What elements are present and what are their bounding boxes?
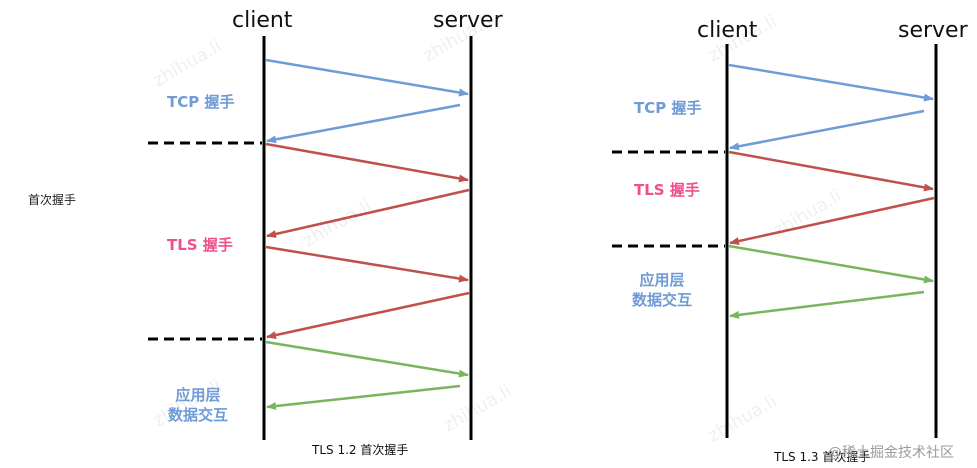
right-app-label: 应用层 数据交互 [632,270,692,310]
right-app-arrow-2 [729,290,925,319]
brand-watermark: @稀土掘金技术社区 [828,445,954,461]
right-app-arrow-1 [728,244,934,284]
left-tcp-label: TCP 握手 [167,93,235,111]
left-caption: TLS 1.2 首次握手 [312,443,409,457]
right-client-label: client [697,18,758,43]
left-server-label: server [433,8,503,33]
left-app-arrow-2 [266,384,461,411]
right-caption: TLS 1.3 首次握手 [774,450,871,464]
right-tcp-arrow-2 [729,109,925,151]
right-app-label-line2: 数据交互 [632,291,693,309]
left-tcp-arrow-2 [266,103,461,144]
right-tls-label: TLS 握手 [634,181,700,199]
left-tls-label: TLS 握手 [167,236,233,254]
left-tcp-arrow-1 [265,58,469,97]
right-server-label: server [898,18,968,43]
left-app-label-line2: 数据交互 [168,406,229,424]
right-app-label-line1: 应用层 [639,271,685,289]
right-tls-arrow-1 [728,150,934,192]
left-tls-arrow-1 [265,142,469,183]
left-app-arrow-1 [265,340,469,378]
right-tcp-label: TCP 握手 [634,99,702,117]
left-tls-arrow-2 [266,188,470,238]
left-tls-arrow-4 [266,291,470,339]
left-app-label-line1: 应用层 [175,386,221,404]
side-label: 首次握手 [28,193,77,207]
right-tls-arrow-2 [729,196,935,245]
left-app-label: 应用层 数据交互 [168,385,228,425]
left-client-label: client [232,8,293,33]
left-tls-arrow-3 [265,245,469,283]
right-tcp-arrow-1 [728,63,934,102]
